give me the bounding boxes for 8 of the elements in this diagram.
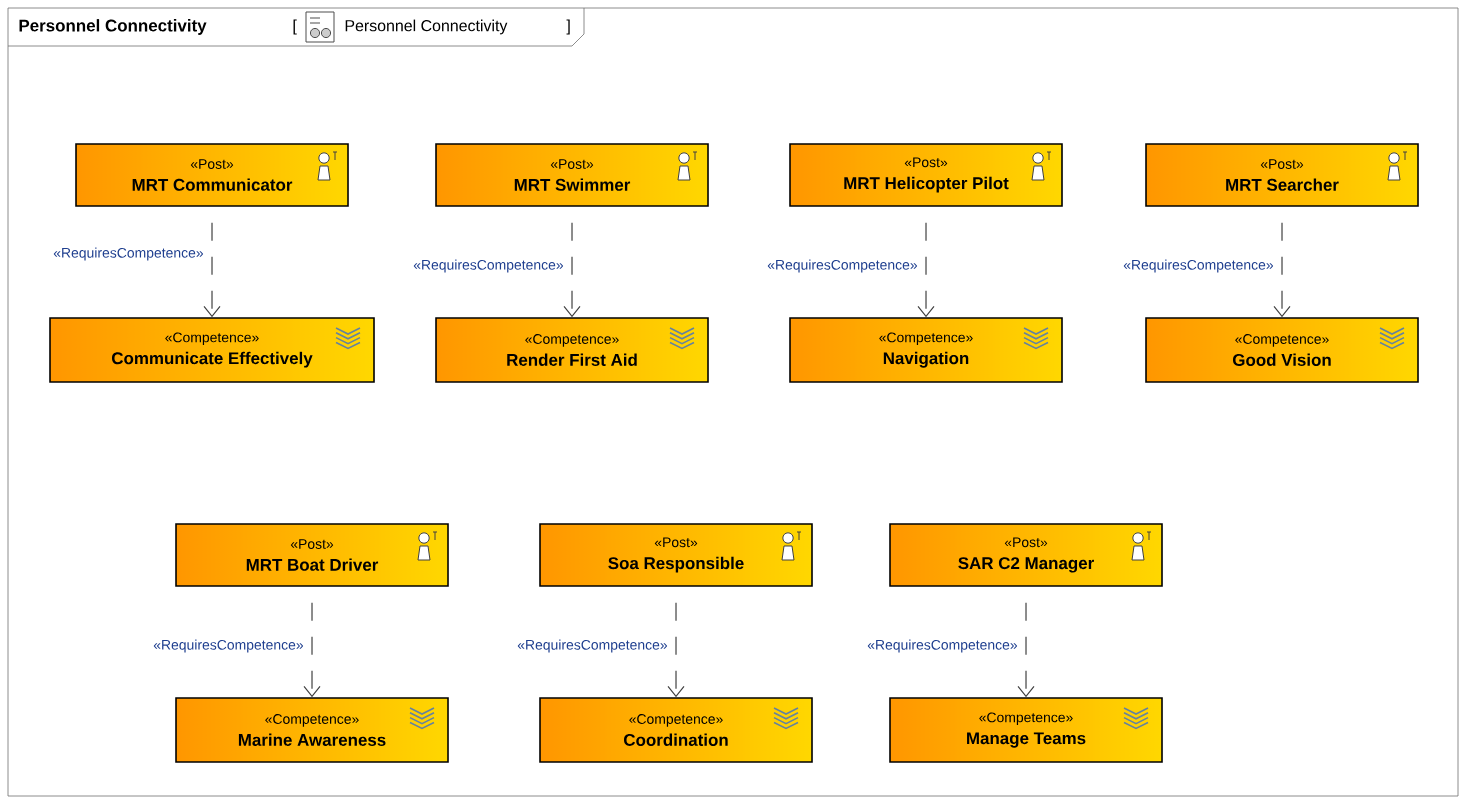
dependency-arrow xyxy=(667,602,685,698)
dependency-arrow xyxy=(1017,602,1035,698)
dependency-arrow xyxy=(203,222,221,318)
dependency-arrow xyxy=(917,222,935,318)
diagram-title: Personnel Connectivity xyxy=(19,19,207,35)
dependency-arrow xyxy=(563,222,581,318)
dependency-arrow xyxy=(1273,222,1291,318)
dependency-arrow xyxy=(303,602,321,698)
